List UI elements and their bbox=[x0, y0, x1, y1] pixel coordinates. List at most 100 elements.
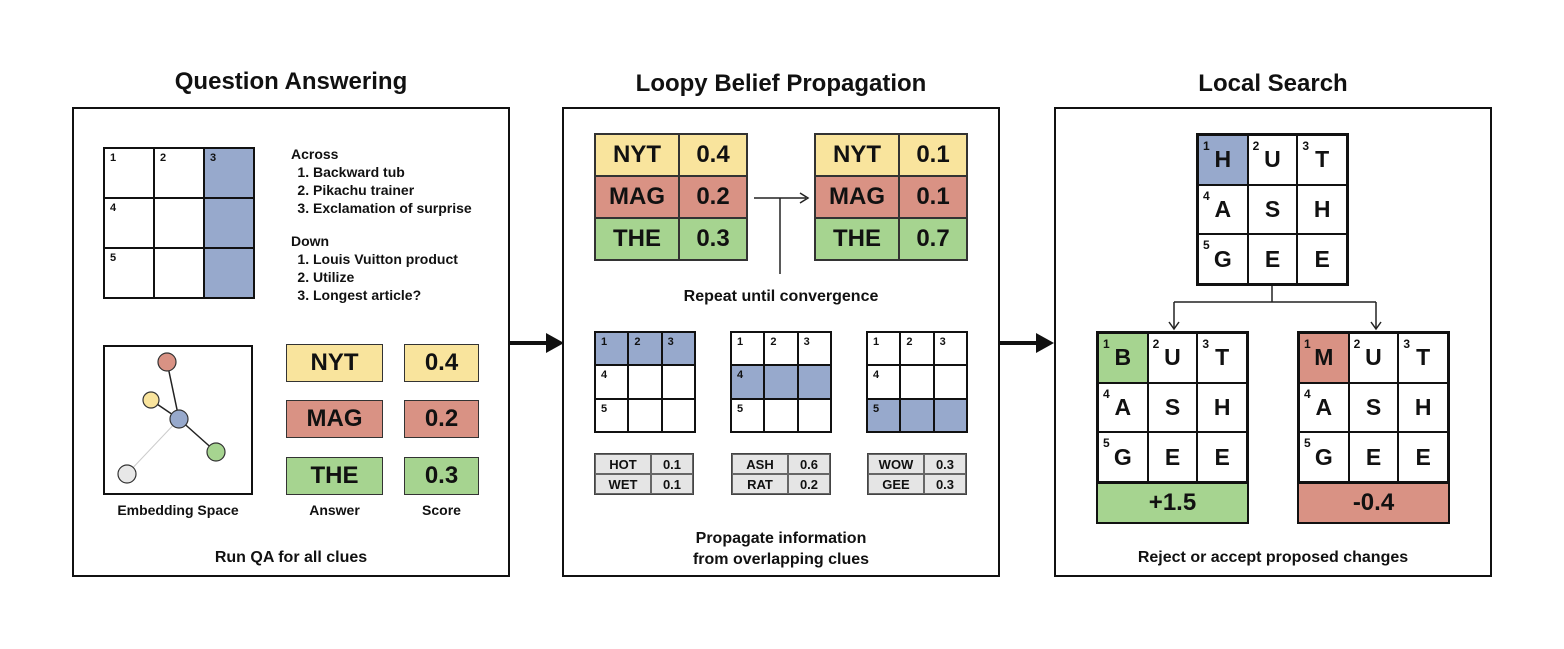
candidate-word: GEE bbox=[868, 474, 924, 494]
letter-cell: H bbox=[1197, 382, 1247, 433]
cell-number: 5 bbox=[1304, 436, 1311, 451]
cell-letter: H bbox=[1313, 195, 1331, 222]
letter-cell: S bbox=[1348, 382, 1399, 433]
cell-number: 2 bbox=[906, 336, 913, 348]
grid-cell bbox=[764, 398, 798, 432]
cell-number: 4 bbox=[1203, 188, 1210, 203]
grid-cell-highlighted bbox=[204, 198, 254, 248]
cell-letter: S bbox=[1365, 393, 1382, 420]
table-cell: 0.7 bbox=[899, 218, 967, 260]
letter-cell: E bbox=[1247, 234, 1298, 284]
cell-letter: U bbox=[1164, 344, 1181, 371]
node-green bbox=[206, 442, 226, 462]
cell-letter: T bbox=[1315, 146, 1330, 173]
grid-cell-highlighted: 4 bbox=[731, 365, 765, 399]
candidate-table: ASH 0.6 RAT 0.2 bbox=[731, 453, 831, 495]
cell-letter: E bbox=[1214, 443, 1230, 470]
grid-cell bbox=[154, 248, 204, 298]
cell-number: 5 bbox=[737, 402, 744, 415]
grid-cell: 4 bbox=[104, 198, 154, 248]
cell-letter: T bbox=[1416, 344, 1431, 371]
arrow-right-icon bbox=[510, 333, 564, 353]
candidate-score: 0.3 bbox=[924, 454, 966, 474]
grid-cell: 5 bbox=[595, 398, 629, 432]
cell-number: 3 bbox=[1403, 337, 1411, 351]
letter-cell: H bbox=[1297, 184, 1347, 235]
cell-number: 1 bbox=[1103, 337, 1110, 351]
cell-letter: S bbox=[1264, 195, 1281, 222]
node-gray bbox=[117, 464, 137, 484]
grid-cell: 2 bbox=[764, 332, 798, 366]
candidate-score: 0.1 bbox=[651, 474, 693, 494]
cell-number: 3 bbox=[803, 336, 810, 348]
grid-cell bbox=[797, 398, 831, 432]
grid-cell: 2 bbox=[900, 332, 934, 366]
cell-number: 5 bbox=[1103, 436, 1110, 451]
lbp-grid-across-5: 1 2 3 4 5 bbox=[866, 331, 968, 433]
cell-number: 1 bbox=[873, 336, 880, 348]
cell-number: 2 bbox=[160, 152, 167, 164]
cell-number: 5 bbox=[1203, 238, 1210, 253]
grid-cell-highlighted: 3 bbox=[661, 332, 695, 366]
grid-cell-highlighted bbox=[933, 398, 967, 432]
cell-letter: H bbox=[1213, 393, 1231, 420]
cell-number: 3 bbox=[939, 336, 946, 348]
grid-cell: 5 bbox=[104, 248, 154, 298]
letter-cell: E bbox=[1348, 432, 1399, 482]
cell-number: 3 bbox=[667, 336, 674, 348]
cell-number: 2 bbox=[770, 336, 777, 348]
cell-letter: B bbox=[1114, 344, 1132, 371]
cell-letter: E bbox=[1365, 443, 1382, 470]
cell-number: 2 bbox=[634, 336, 641, 348]
grid-cell bbox=[933, 365, 967, 399]
grid-cell-highlighted bbox=[764, 365, 798, 399]
cell-number: 4 bbox=[601, 369, 608, 382]
lbp-caption-line1: Propagate information bbox=[695, 530, 867, 547]
branch-arrows-icon bbox=[1168, 286, 1382, 331]
cell-number: 4 bbox=[1103, 386, 1110, 401]
grid-cell: 4 bbox=[867, 365, 901, 399]
cell-number: 5 bbox=[601, 402, 608, 415]
table-cell: 0.4 bbox=[679, 134, 747, 176]
grid-cell: 4 bbox=[595, 365, 629, 399]
grid-cell-highlighted: 2 bbox=[628, 332, 662, 366]
across-clue: Exclamation of surprise bbox=[313, 199, 501, 217]
across-clues: Across Backward tub Pikachu trainer Excl… bbox=[291, 145, 501, 217]
candidate-word: ASH bbox=[732, 454, 788, 474]
arrow-right-icon bbox=[1000, 333, 1054, 353]
score-delta-negative: -0.4 bbox=[1297, 482, 1450, 524]
answer-badge: THE bbox=[286, 457, 383, 495]
table-cell: 0.1 bbox=[899, 134, 967, 176]
lbp-grid-across-1: 1 2 3 4 5 bbox=[594, 331, 696, 433]
cell-number: 3 bbox=[1302, 139, 1310, 153]
cell-number: 1 bbox=[737, 336, 744, 348]
cell-letter: S bbox=[1164, 393, 1181, 420]
lbp-title: Loopy Belief Propagation bbox=[635, 70, 927, 97]
qa-crossword-grid: 1 2 3 4 5 bbox=[103, 147, 255, 299]
cell-number: 2 bbox=[1353, 337, 1361, 351]
cell-number: 4 bbox=[873, 369, 880, 382]
qa-caption: Run QA for all clues bbox=[214, 549, 368, 566]
ls-caption: Reject or accept proposed changes bbox=[1137, 549, 1409, 566]
letter-cell: S bbox=[1247, 184, 1298, 235]
grid-cell-highlighted: 3 bbox=[204, 148, 254, 198]
candidate-score: 0.2 bbox=[788, 474, 830, 494]
cell-letter: A bbox=[1315, 393, 1333, 420]
loop-arrow-icon bbox=[754, 192, 810, 274]
grid-cell-highlighted: 5 bbox=[867, 398, 901, 432]
cell-number: 2 bbox=[1152, 337, 1160, 351]
cell-number: 1 bbox=[601, 336, 608, 348]
table-cell: NYT bbox=[595, 134, 679, 176]
cell-letter: U bbox=[1264, 146, 1281, 173]
cell-letter: A bbox=[1214, 195, 1232, 222]
score-label: Score bbox=[422, 502, 461, 518]
letter-cell: E bbox=[1197, 432, 1247, 482]
